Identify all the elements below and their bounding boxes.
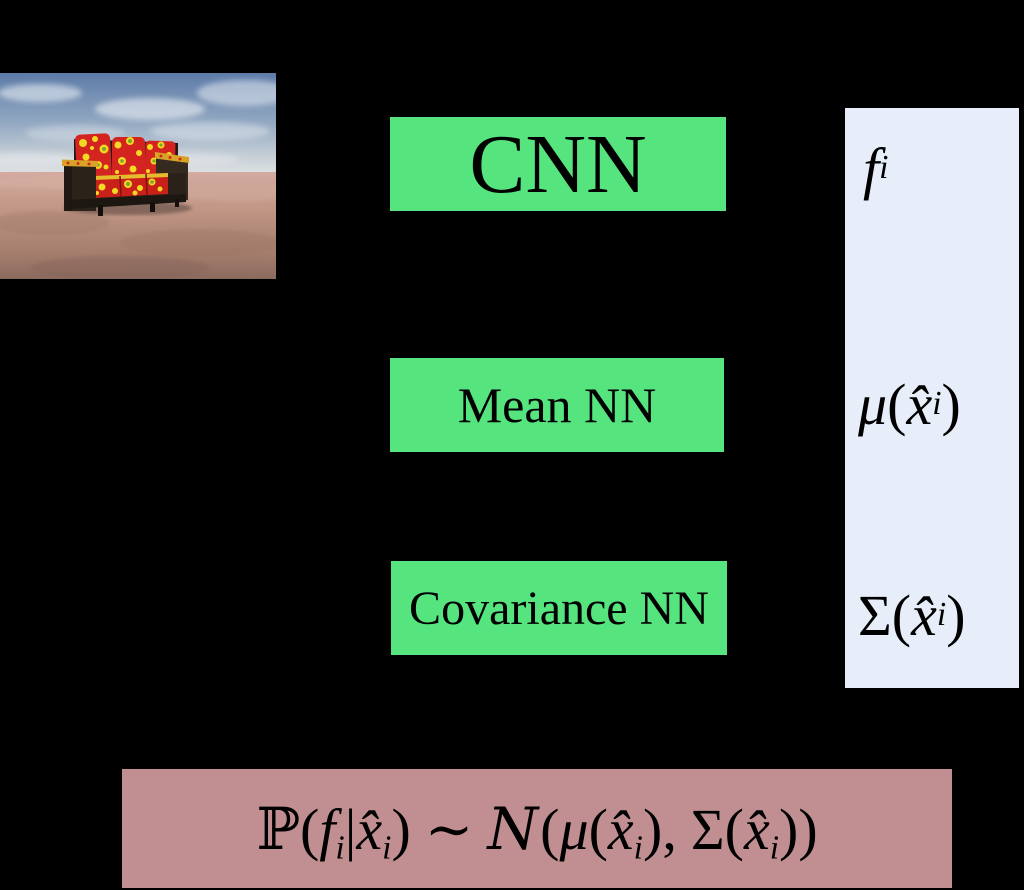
seat-dot-centers — [126, 180, 154, 186]
seat-divider — [119, 175, 122, 198]
covariance-nn-label: Covariance NN — [409, 581, 709, 635]
distribution-formula: ℙ(fi|x̂i)∼N(μ(x̂i),Σ(x̂i)) — [256, 794, 818, 866]
cushion-dot-centers — [96, 139, 163, 167]
cnn-box: CNN — [390, 117, 726, 211]
seat-dots — [95, 178, 163, 196]
left-arm-trim-dots — [66, 161, 91, 166]
mean-nn-label: Mean NN — [457, 377, 657, 433]
input-image — [0, 73, 310, 280]
couch-render — [0, 73, 310, 280]
right-arm-trim-dots — [159, 154, 182, 161]
covariance-nn-box: Covariance NN — [391, 561, 727, 655]
seat-divider — [145, 173, 148, 196]
couch-legs — [98, 199, 179, 216]
couch-seat-trim — [93, 173, 168, 180]
cnn-label: CNN — [469, 117, 647, 211]
couch — [62, 133, 189, 216]
mean-output-symbol: μ(x̂i) — [858, 371, 961, 437]
couch-front-rail — [68, 194, 186, 209]
distribution-formula-box: ℙ(fi|x̂i)∼N(μ(x̂i),Σ(x̂i)) — [122, 769, 952, 888]
mean-nn-box: Mean NN — [390, 358, 724, 452]
covariance-output-symbol: Σ(x̂i) — [858, 582, 966, 648]
couch-left-arm-side — [64, 162, 72, 211]
